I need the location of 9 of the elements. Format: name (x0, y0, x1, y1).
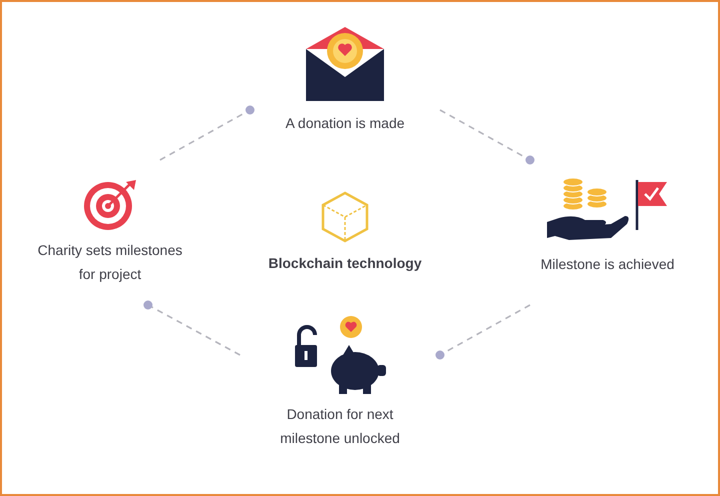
center-label: Blockchain technology (268, 254, 422, 273)
dashed-connector (440, 109, 534, 164)
step-label: Charity sets milestones for project (36, 241, 184, 284)
dashed-connector (436, 304, 530, 360)
step-label: A donation is made (285, 114, 405, 133)
step-label: Milestone is achieved (540, 255, 674, 274)
dashed-connector (144, 300, 240, 356)
step-label: Donation for next milestone unlocked (279, 405, 401, 448)
dashed-connector (160, 106, 254, 161)
